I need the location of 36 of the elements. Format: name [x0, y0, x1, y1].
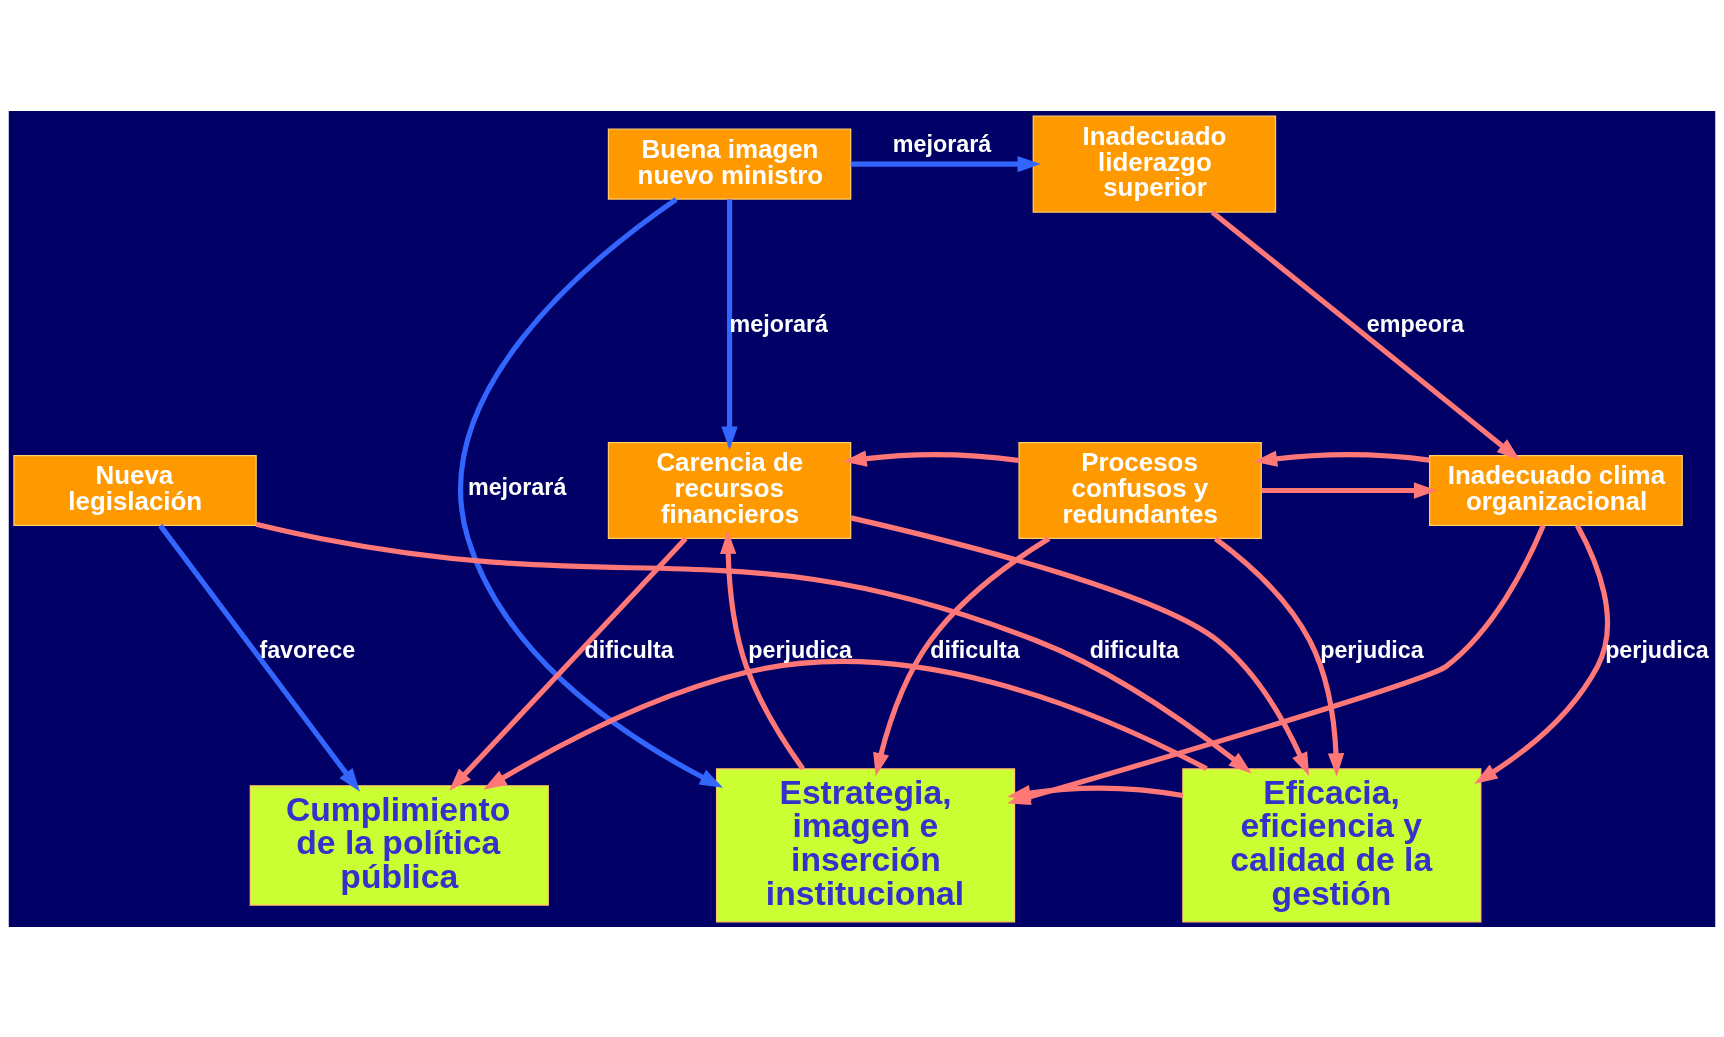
arrow [1007, 784, 1184, 801]
node-box: Nueva legislación [13, 454, 257, 526]
edge-label: mejorará [892, 130, 992, 157]
arrow [843, 449, 1020, 467]
arrow [1213, 536, 1345, 777]
arrow [1253, 450, 1430, 467]
arrow [850, 155, 1041, 172]
edge-label: perjudica [748, 636, 852, 663]
node-box: Eficacia, eficiencia y calidad de la gestión [1182, 767, 1482, 922]
edge-label: dificulta [1089, 636, 1179, 663]
arrow [158, 523, 360, 792]
edge-label: favorece [259, 636, 356, 663]
arrow [1261, 481, 1438, 499]
edge-label: perjudica [1320, 636, 1424, 663]
arrow [483, 658, 1208, 790]
arrow [1474, 523, 1610, 784]
edge-label: empeora [1366, 310, 1464, 337]
node-box: Buena imagen nuevo ministro [607, 127, 852, 200]
arrow [1210, 209, 1521, 460]
arrow [850, 514, 1310, 776]
node-box: Carencia de recursos financieros [607, 441, 852, 539]
edge-label: dificulta [930, 636, 1020, 663]
edge-label: perjudica [1605, 636, 1709, 663]
node-box: Estrategia, imagen e inserción institucional [715, 767, 1016, 922]
node-box: Cumplimiento de la política pública [249, 784, 549, 906]
arrow [449, 536, 688, 791]
arrow [255, 521, 1252, 774]
edge-label: dificulta [584, 636, 674, 663]
arrow [458, 196, 724, 788]
node-box: Inadecuado clima organizacional [1429, 454, 1683, 526]
arrow [721, 198, 738, 450]
node-box: Procesos confusos y redundantes [1018, 441, 1262, 539]
edge-label: mejorará [467, 473, 567, 500]
node-box: Inadecuado liderazgo superior [1032, 115, 1277, 213]
arrow [719, 530, 805, 770]
arrow [873, 535, 1051, 776]
